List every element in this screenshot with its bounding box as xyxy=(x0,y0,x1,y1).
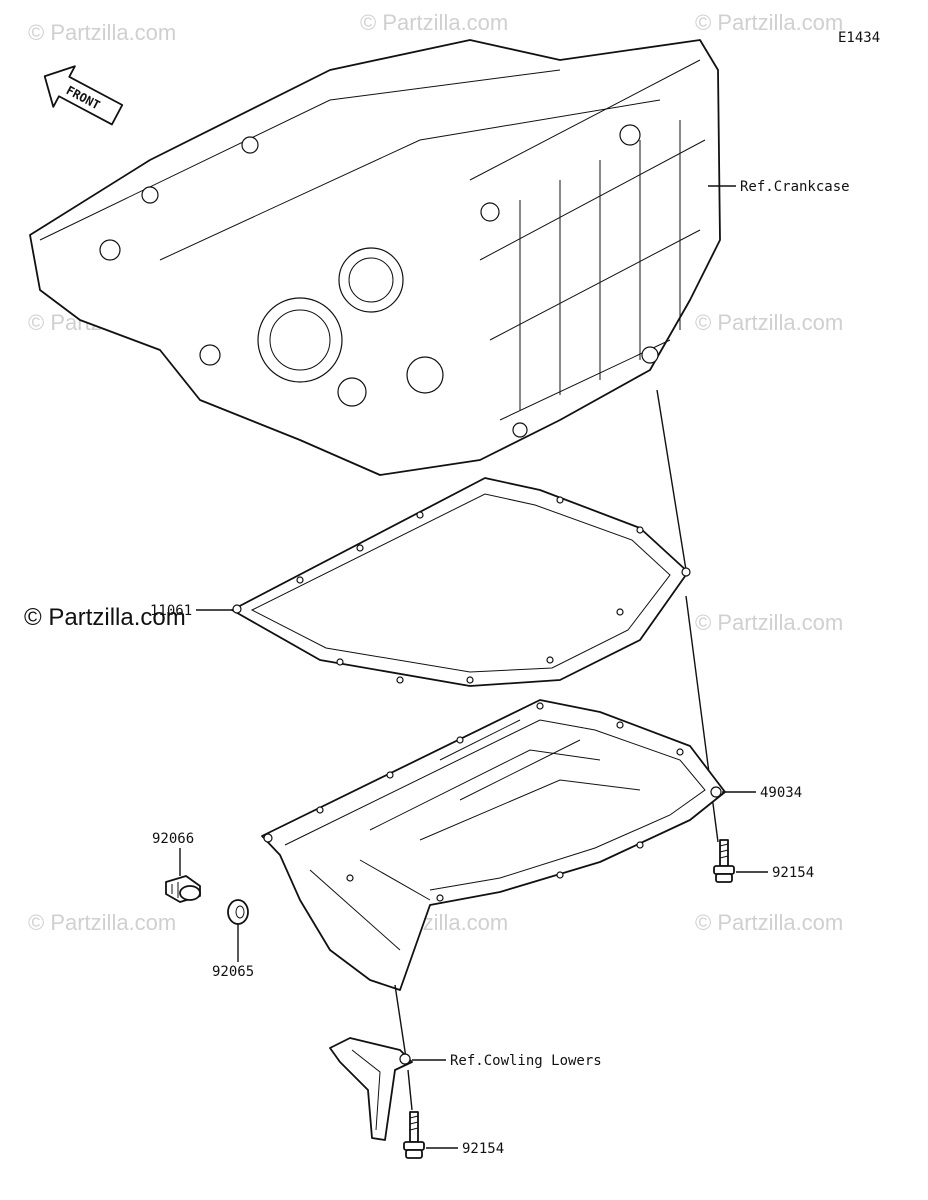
callout-92066: 92066 xyxy=(152,831,194,847)
front-arrow-icon: FRONT xyxy=(43,65,124,126)
watermark: © Partzilla.com xyxy=(695,610,843,635)
callout-92154-upper: 92154 xyxy=(772,865,814,881)
watermark: © Partzilla.com xyxy=(28,20,176,45)
cowling-bracket xyxy=(329,1037,413,1141)
watermark: © Partzilla.com xyxy=(695,10,843,35)
watermark: © Partzilla.com xyxy=(695,910,843,935)
bolt-lower xyxy=(403,1111,425,1159)
callout-gasket: 11061 xyxy=(150,603,192,619)
crankcase-illustration xyxy=(29,39,721,476)
oil-pan xyxy=(261,699,726,991)
callout-92065: 92065 xyxy=(212,964,254,980)
callout-49034: 49034 xyxy=(760,785,802,801)
watermark: © Partzilla.com xyxy=(28,910,176,935)
watermark: © Partzilla.com xyxy=(695,310,843,335)
bolt-upper xyxy=(713,839,735,883)
watermark: © Partzilla.com xyxy=(360,10,508,35)
brand-mark: © Partzilla.com xyxy=(24,604,186,631)
oil-pan-gasket xyxy=(231,477,691,687)
callout-cowling-lowers: Ref.Cowling Lowers xyxy=(450,1053,602,1069)
diagram-code: E1434 xyxy=(838,30,880,46)
callout-92154-lower: 92154 xyxy=(462,1141,504,1157)
washer xyxy=(227,899,249,925)
drain-plug xyxy=(165,875,201,903)
callout-crankcase: Ref.Crankcase xyxy=(740,179,850,195)
